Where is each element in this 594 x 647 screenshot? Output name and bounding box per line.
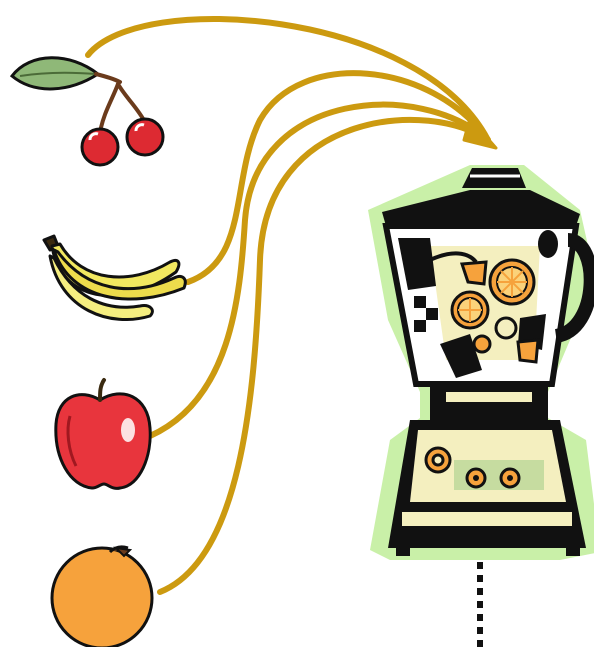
arrow-from-apple xyxy=(147,101,491,439)
blender-icon xyxy=(368,165,594,560)
arrow-from-banana xyxy=(185,70,491,285)
cherry-stem-left xyxy=(98,82,120,134)
arrow-from-orange xyxy=(157,116,491,595)
banana-front xyxy=(48,254,154,321)
blender-controls xyxy=(424,446,544,490)
orange-icon xyxy=(50,545,154,647)
flow-arrows xyxy=(85,16,498,595)
arrowhead-main xyxy=(462,116,498,150)
arrow-from-cherries xyxy=(85,16,491,143)
cherry-left xyxy=(80,127,120,167)
orange-body xyxy=(50,546,154,647)
cherries-icon xyxy=(9,56,165,167)
blender-fruit-slices xyxy=(450,258,540,364)
apple-icon xyxy=(54,378,152,490)
cherry-right xyxy=(125,117,165,157)
apple-body xyxy=(54,392,152,490)
blender-handle xyxy=(554,233,594,343)
banana-icon xyxy=(42,234,187,321)
banana-middle xyxy=(52,248,187,301)
blender-lid xyxy=(462,168,526,188)
